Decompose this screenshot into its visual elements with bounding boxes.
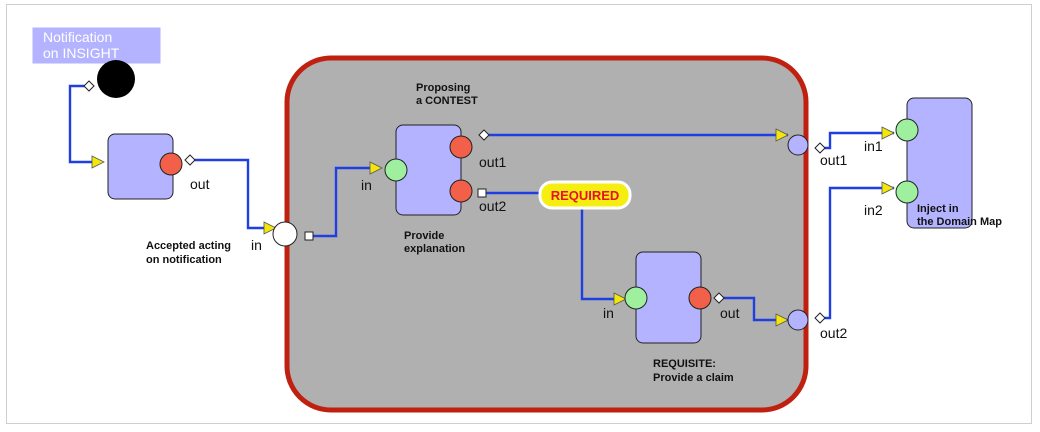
subprocess-container[interactable] bbox=[284, 55, 809, 413]
start-port-diamond bbox=[83, 80, 95, 92]
container-out1-diamond bbox=[814, 142, 826, 154]
container-out1-port[interactable] bbox=[787, 134, 809, 156]
contest-caption-2: explanation bbox=[404, 243, 465, 255]
required-badge[interactable] bbox=[538, 180, 632, 210]
title-line-2: on INSIGHT bbox=[43, 45, 120, 61]
accept-out-square bbox=[304, 231, 314, 241]
container-out1-label: out1 bbox=[820, 152, 847, 168]
contest-out2-pin[interactable] bbox=[449, 179, 473, 203]
accept-port-label: in bbox=[251, 237, 262, 253]
contest-out2-square bbox=[477, 188, 487, 198]
inject-in1-label: in1 bbox=[864, 138, 883, 154]
requisite-out-pin[interactable] bbox=[688, 286, 712, 310]
contest-out2-label: out2 bbox=[479, 198, 506, 214]
contest-out1-diamond bbox=[478, 129, 490, 141]
inject-in2-arrow bbox=[881, 181, 895, 195]
inject-in2-pin[interactable] bbox=[895, 180, 919, 204]
wire-out2-to-inject bbox=[820, 186, 894, 320]
requisite-out-diamond bbox=[713, 292, 725, 304]
out1-in-arrow bbox=[775, 128, 789, 142]
entry-out-diamond bbox=[184, 154, 196, 166]
inject-activity-box[interactable] bbox=[906, 97, 973, 229]
requisite-caption-1: REQUISITE: bbox=[653, 358, 716, 370]
container-out2-port[interactable] bbox=[787, 309, 809, 331]
wire-required-to-requisite bbox=[580, 207, 620, 301]
contest-title-2: a CONTEST bbox=[416, 95, 478, 107]
contest-in-arrow bbox=[369, 161, 383, 175]
inject-caption-1: Inject in bbox=[917, 203, 959, 215]
start-node[interactable] bbox=[97, 60, 135, 98]
requisite-in-arrow bbox=[613, 292, 627, 306]
requisite-out-label: out bbox=[720, 305, 740, 321]
contest-out1-pin[interactable] bbox=[449, 135, 473, 159]
requisite-in-label: in bbox=[603, 305, 614, 321]
out2-in-arrow bbox=[775, 313, 789, 327]
inject-in1-pin[interactable] bbox=[895, 118, 919, 142]
inject-in2-label: in2 bbox=[864, 202, 883, 218]
wire-start-to-entry bbox=[68, 84, 98, 164]
contest-out1-label: out1 bbox=[479, 154, 506, 170]
entry-out-pin[interactable] bbox=[159, 152, 183, 176]
accept-label-2: on notification bbox=[146, 254, 222, 266]
contest-caption-1: Provide bbox=[404, 230, 444, 242]
wire-accept-to-contest bbox=[309, 166, 376, 238]
requisite-in-pin[interactable] bbox=[624, 286, 648, 310]
container-out2-diamond bbox=[814, 312, 826, 324]
wire-requisite-to-out2 bbox=[718, 296, 788, 322]
accept-label-1: Accepted acting bbox=[146, 240, 231, 252]
inject-in1-arrow bbox=[881, 126, 895, 140]
accept-in-arrow bbox=[263, 221, 277, 235]
inject-caption-2: the Domain Map bbox=[917, 216, 1002, 228]
wire-entry-to-accept bbox=[190, 158, 276, 230]
contest-title-1: Proposing bbox=[416, 82, 470, 94]
requisite-caption-2: Provide a claim bbox=[653, 372, 734, 384]
required-badge-label: REQUIRED bbox=[551, 188, 620, 203]
title-line-1: Notification bbox=[43, 29, 112, 45]
entry-out-label: out bbox=[190, 176, 210, 192]
contest-in-pin[interactable] bbox=[384, 158, 408, 182]
accept-node[interactable] bbox=[272, 221, 298, 247]
notification-title-box[interactable] bbox=[31, 26, 162, 65]
contest-in-label: in bbox=[361, 177, 372, 193]
entry-in-arrow bbox=[91, 155, 105, 169]
container-out2-label: out2 bbox=[820, 325, 847, 341]
